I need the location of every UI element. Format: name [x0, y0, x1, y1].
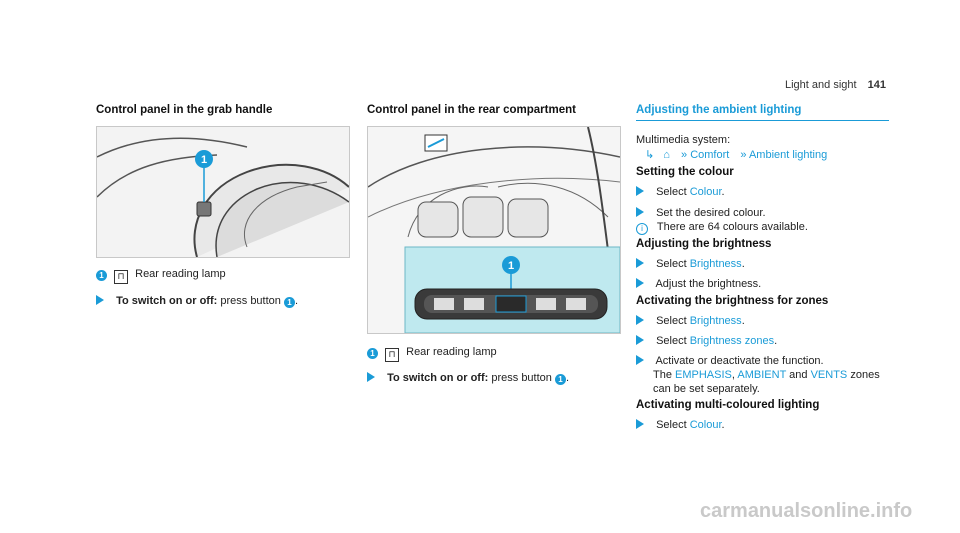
left-step: To switch on or off: press button 1. [96, 294, 298, 308]
zones-step-2: Select Brightness zones. [636, 334, 777, 348]
section-name: Light and sight [785, 79, 857, 91]
zones-heading: Activating the brightness for zones [636, 295, 829, 307]
step-arrow-icon [636, 207, 644, 217]
step-arrow-icon [636, 355, 644, 365]
menu-value-brightness[interactable]: Brightness [689, 315, 742, 327]
brightness-heading: Adjusting the brightness [636, 238, 772, 250]
zone-ambient: AMBIENT [737, 369, 787, 381]
step-text: Activate or deactivate the function. [655, 355, 824, 367]
menu-value-colour[interactable]: Colour [689, 419, 722, 431]
step-arrow-icon [367, 372, 375, 382]
page-number: 141 [867, 79, 886, 91]
svg-text:1: 1 [508, 260, 514, 272]
middle-title: Control panel in the rear compartment [367, 104, 576, 116]
brightness-step-2: Adjust the brightness. [636, 277, 761, 291]
rear-compartment-illustration: 1 [368, 127, 620, 333]
legend-text: Rear reading lamp [135, 268, 226, 280]
left-legend: 1 ⊓ Rear reading lamp [96, 267, 226, 284]
step-arrow-icon [636, 419, 644, 429]
step-prefix: Select [656, 315, 687, 327]
step-bold: To switch on or off: [387, 372, 489, 384]
step-text: press button [491, 372, 552, 384]
step-arrow-icon [636, 278, 644, 288]
note-text: There are 64 colours available. [656, 221, 808, 233]
rear-compartment-figure: 1 [367, 126, 621, 334]
step-marker: 1 [283, 297, 295, 308]
path-separator-icon: » [681, 149, 688, 161]
colour-heading: Setting the colour [636, 166, 734, 178]
colour-note: i There are 64 colours available. [636, 220, 808, 235]
step-prefix: Select [656, 419, 687, 431]
brightness-step-1: Select Brightness. [636, 257, 745, 271]
colour-step-1: Select Colour. [636, 185, 725, 199]
step-arrow-icon [636, 315, 644, 325]
svg-text:1: 1 [201, 154, 207, 166]
menu-path: ↳ ⌂ » Comfort » Ambient lighting [645, 148, 827, 162]
step-arrow-icon [636, 186, 644, 196]
menu-value-brightness[interactable]: Brightness [689, 258, 742, 270]
step-prefix: Select [656, 186, 687, 198]
grab-handle-figure: 1 [96, 126, 350, 258]
return-arrow-icon: ↳ [645, 149, 655, 161]
reading-lamp-icon: ⊓ [385, 348, 400, 362]
step-text: zones [850, 369, 880, 381]
grab-handle-illustration: 1 [97, 127, 349, 257]
step-text: can be set separately. [653, 383, 760, 395]
middle-legend: 1 ⊓ Rear reading lamp [367, 345, 497, 362]
step-arrow-icon [636, 258, 644, 268]
home-icon[interactable]: ⌂ [663, 149, 670, 161]
colour-step-2: Set the desired colour. [636, 206, 766, 220]
info-icon: i [636, 223, 648, 235]
zones-step-1: Select Brightness. [636, 314, 745, 328]
multi-step-1: Select Colour. [636, 418, 725, 432]
legend-marker: 1 [96, 270, 107, 281]
running-header: Light and sight 141 [785, 79, 886, 91]
step-text: The [653, 369, 672, 381]
title-rule [636, 120, 889, 121]
legend-marker: 1 [367, 348, 378, 359]
path-item-comfort[interactable]: Comfort [690, 149, 730, 161]
menu-value-brightness-zones[interactable]: Brightness zones [689, 335, 775, 347]
system-label: Multimedia system: [636, 134, 731, 146]
zone-vents: VENTS [810, 369, 848, 381]
step-arrow-icon [636, 335, 644, 345]
multi-heading: Activating multi-coloured lighting [636, 399, 820, 411]
step-text: press button [220, 295, 281, 307]
menu-value-colour[interactable]: Colour [689, 186, 722, 198]
step-prefix: Select [656, 335, 687, 347]
step-text: Set the desired colour. [656, 207, 766, 219]
path-item-ambient[interactable]: Ambient lighting [748, 149, 828, 161]
step-marker: 1 [554, 374, 566, 385]
step-bold: To switch on or off: [116, 295, 218, 307]
zone-emphasis: EMPHASIS [675, 369, 732, 381]
step-text: and [789, 369, 808, 381]
reading-lamp-icon: ⊓ [114, 270, 129, 284]
right-title: Adjusting the ambient lighting [636, 104, 802, 116]
step-text: Adjust the brightness. [655, 278, 762, 290]
middle-step: To switch on or off: press button 1. [367, 371, 569, 385]
left-title: Control panel in the grab handle [96, 104, 273, 116]
zones-step-3: Activate or deactivate the function. The… [636, 354, 886, 396]
path-separator-icon: » [740, 149, 747, 161]
step-prefix: Select [656, 258, 687, 270]
site-watermark: carmanualsonline.info [700, 500, 913, 522]
step-arrow-icon [96, 295, 104, 305]
legend-text: Rear reading lamp [406, 346, 497, 358]
